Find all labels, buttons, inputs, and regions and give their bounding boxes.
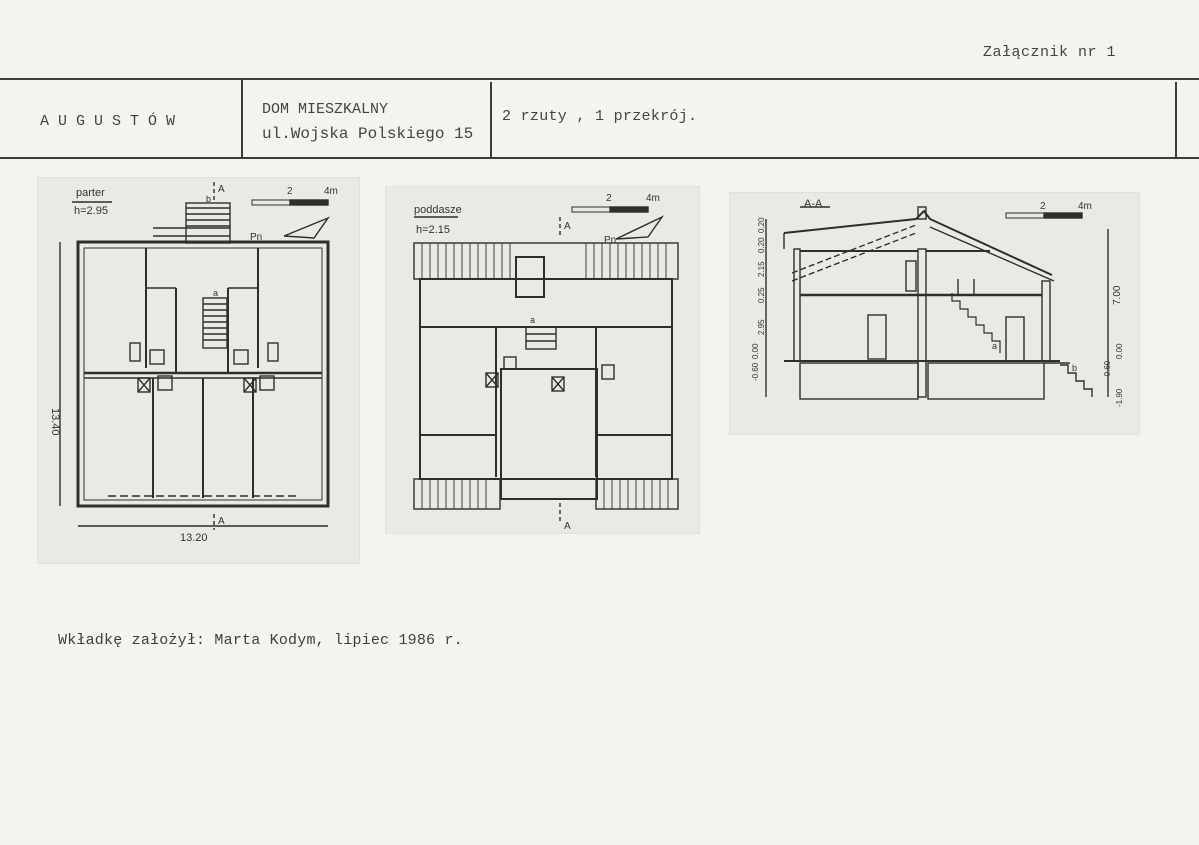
building-address: ul.Wojska Polskiego 15 bbox=[262, 125, 474, 143]
dim-width-parter: 13.20 bbox=[180, 532, 208, 544]
north-mark-poddasze: Pn bbox=[604, 235, 616, 246]
scale-mid-parter: 2 bbox=[287, 186, 293, 197]
section-mark-bottom-poddasze: A bbox=[564, 521, 571, 532]
scale-end-poddasze: 4m bbox=[646, 193, 660, 204]
section-dim-left-3: 2.15 bbox=[757, 261, 766, 277]
stair-mark-a-parter: a bbox=[213, 288, 218, 298]
section-dim-right-3: -1.90 bbox=[1115, 388, 1124, 407]
header-bottom-rule bbox=[0, 157, 1199, 159]
section-photo: A-A 2 4m 7.00 0.20 0.20 2.15 0.25 2.95 0… bbox=[730, 193, 1139, 434]
dim-height-parter: 13.40 bbox=[49, 408, 61, 436]
header-divider-3 bbox=[1175, 82, 1177, 159]
contents-description: 2 rzuty , 1 przekrój. bbox=[502, 108, 698, 125]
ground-floor-plan-photo: parter h=2.95 2 4m 13.40 13.20 A A Pn b … bbox=[38, 178, 359, 563]
plan-height-parter: h=2.95 bbox=[74, 205, 108, 217]
section-mark-top-poddasze: A bbox=[564, 221, 571, 232]
plan-label-parter: parter bbox=[76, 187, 105, 199]
section-label: A-A bbox=[804, 198, 823, 210]
attic-plan-photo: poddasze h=2.15 2 4m A A Pn a bbox=[386, 187, 699, 533]
north-mark-parter: Pn bbox=[250, 232, 262, 243]
stair-mark-b-parter: b bbox=[206, 194, 211, 204]
header-divider-1 bbox=[241, 78, 243, 159]
plan-label-poddasze: poddasze bbox=[414, 204, 462, 216]
section-dim-left-5: 2.95 bbox=[757, 319, 766, 335]
card-author-note: Wkładkę założył: Marta Kodym, lipiec 198… bbox=[58, 632, 463, 649]
attic-plan: poddasze h=2.15 2 4m A A Pn a bbox=[413, 193, 679, 532]
scale-mid-poddasze: 2 bbox=[606, 193, 612, 204]
section-mark-bottom-parter: A bbox=[218, 516, 225, 527]
section-total-height: 7.00 bbox=[1112, 285, 1123, 305]
stair-mark-a-poddasze: a bbox=[530, 315, 535, 325]
section-dim-left-4: 0.25 bbox=[757, 287, 766, 303]
section-a-a: A-A 2 4m 7.00 0.20 0.20 2.15 0.25 2.95 0… bbox=[751, 198, 1124, 407]
scale-end-parter: 4m bbox=[324, 186, 338, 197]
building-type: DOM MIESZKALNY bbox=[262, 101, 389, 118]
annex-label: Załącznik nr 1 bbox=[983, 44, 1117, 61]
section-dim-left-6: 0.00 bbox=[751, 343, 760, 359]
plan-height-poddasze: h=2.15 bbox=[416, 224, 450, 236]
scale-mid-section: 2 bbox=[1040, 201, 1046, 212]
scale-end-section: 4m bbox=[1078, 201, 1092, 212]
stair-mark-b-section: b bbox=[1072, 363, 1077, 373]
section-dim-right-2: -0.60 bbox=[1103, 360, 1112, 379]
section-dim-right-1: 0.00 bbox=[1115, 343, 1124, 359]
section-mark-top-parter: A bbox=[218, 184, 225, 195]
header-divider-2 bbox=[490, 82, 492, 159]
section-dim-left-2: 0.20 bbox=[757, 237, 766, 253]
stair-mark-a-section: a bbox=[992, 341, 997, 351]
section-dim-left-1: 0.20 bbox=[757, 217, 766, 233]
ground-floor-plan: parter h=2.95 2 4m 13.40 13.20 A A Pn b … bbox=[49, 182, 338, 544]
building-info: DOM MIESZKALNY ul.Wojska Polskiego 15 bbox=[262, 98, 473, 146]
header-top-rule bbox=[0, 78, 1199, 80]
section-dim-left-7: -0.60 bbox=[751, 362, 760, 381]
town-name: AUGUSTÓW bbox=[40, 113, 185, 130]
